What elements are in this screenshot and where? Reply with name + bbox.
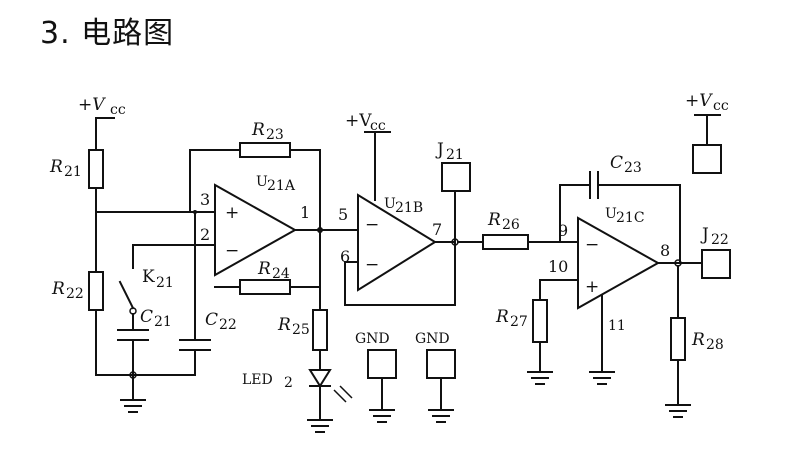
resistor-r22: R 22 xyxy=(51,271,104,376)
svg-text:22: 22 xyxy=(219,317,237,333)
svg-text:1: 1 xyxy=(300,203,310,222)
svg-text:21A: 21A xyxy=(267,178,296,194)
gnd-box-1: GND xyxy=(355,331,397,423)
vcc-left: +V cc xyxy=(78,95,126,151)
svg-text:+: + xyxy=(585,277,599,297)
svg-text:−: − xyxy=(365,255,379,275)
svg-text:LED: LED xyxy=(242,372,273,388)
svg-text:R: R xyxy=(495,307,509,327)
svg-text:J: J xyxy=(435,140,444,160)
svg-text:R: R xyxy=(277,315,291,335)
svg-text:−: − xyxy=(365,215,379,235)
capacitor-c21: C 21 xyxy=(117,307,172,379)
connector-j22: J 22 xyxy=(700,225,731,279)
svg-text:21: 21 xyxy=(156,275,174,291)
svg-text:21B: 21B xyxy=(395,200,423,216)
svg-text:GND: GND xyxy=(355,331,390,347)
resistor-r24: R 24 xyxy=(214,259,321,295)
svg-text:cc: cc xyxy=(110,102,126,118)
svg-text:GND: GND xyxy=(415,331,450,347)
svg-text:+V: +V xyxy=(78,95,106,115)
page-title: 3. 电路图 xyxy=(40,16,175,51)
resistor-r28: R 28 xyxy=(665,265,724,418)
vcc-mid: +V cc xyxy=(345,111,391,201)
opamp-u21c: − + 9 10 8 U 21C xyxy=(548,206,670,310)
svg-text:C: C xyxy=(205,310,218,330)
ground-led xyxy=(307,419,333,433)
svg-text:K: K xyxy=(142,267,155,287)
svg-text:3: 3 xyxy=(200,190,210,209)
svg-text:27: 27 xyxy=(510,314,528,330)
svg-text:R: R xyxy=(251,120,265,140)
capacitor-c22: C 22 xyxy=(179,211,237,376)
svg-text:21: 21 xyxy=(446,147,464,163)
vcc-right: +V cc xyxy=(685,91,729,174)
svg-text:R: R xyxy=(51,279,65,299)
resistor-r27: R 27 xyxy=(495,279,553,385)
connector-j21: J 21 xyxy=(435,140,471,243)
switch-k21: K 21 xyxy=(118,244,216,315)
svg-text:21: 21 xyxy=(154,314,172,330)
svg-text:5: 5 xyxy=(338,205,348,224)
svg-text:+V: +V xyxy=(345,111,372,131)
svg-text:9: 9 xyxy=(558,221,568,240)
led-2: LED 2 xyxy=(242,369,353,421)
gnd-box-2: GND xyxy=(415,331,456,423)
svg-text:23: 23 xyxy=(266,127,284,143)
svg-text:+V: +V xyxy=(685,91,713,111)
svg-text:28: 28 xyxy=(706,337,724,353)
svg-text:U: U xyxy=(256,174,268,190)
svg-text:R: R xyxy=(691,330,705,350)
svg-text:11: 11 xyxy=(608,318,626,334)
capacitor-c23: C 23 xyxy=(559,153,681,243)
svg-text:cc: cc xyxy=(713,98,729,114)
svg-text:R: R xyxy=(257,259,271,279)
resistor-r21: R 21 xyxy=(49,149,104,213)
opamp-u21a: + − 3 2 1 U 21A xyxy=(200,174,310,277)
resistor-r25: R 25 xyxy=(277,309,328,371)
svg-text:U: U xyxy=(605,206,617,222)
svg-text:−: − xyxy=(225,241,239,261)
svg-text:10: 10 xyxy=(548,257,568,276)
svg-text:−: − xyxy=(585,235,599,255)
svg-text:cc: cc xyxy=(370,118,386,134)
svg-text:22: 22 xyxy=(711,232,729,248)
svg-text:2: 2 xyxy=(284,375,293,391)
opamp-u21b: − − 5 6 7 U 21B xyxy=(338,193,442,292)
svg-text:21C: 21C xyxy=(616,210,645,226)
svg-text:R: R xyxy=(487,210,501,230)
svg-text:22: 22 xyxy=(66,286,84,302)
svg-text:U: U xyxy=(384,196,396,212)
opamp-u21c-ground: 11 xyxy=(589,295,626,385)
resistor-r26: R 26 xyxy=(457,210,561,250)
svg-text:23: 23 xyxy=(624,160,642,176)
svg-text:J: J xyxy=(700,225,709,245)
ground-left xyxy=(120,399,146,413)
svg-text:21: 21 xyxy=(64,164,82,180)
svg-text:R: R xyxy=(49,157,63,177)
svg-text:2: 2 xyxy=(200,225,210,244)
resistor-r23: R 23 xyxy=(189,120,321,231)
svg-text:25: 25 xyxy=(292,322,310,338)
svg-text:7: 7 xyxy=(432,220,442,239)
svg-text:+: + xyxy=(225,203,239,223)
svg-text:24: 24 xyxy=(272,266,290,282)
svg-text:8: 8 xyxy=(660,241,670,260)
svg-text:C: C xyxy=(610,153,623,173)
svg-text:6: 6 xyxy=(340,247,350,266)
svg-text:C: C xyxy=(140,307,153,327)
svg-text:26: 26 xyxy=(502,217,520,233)
